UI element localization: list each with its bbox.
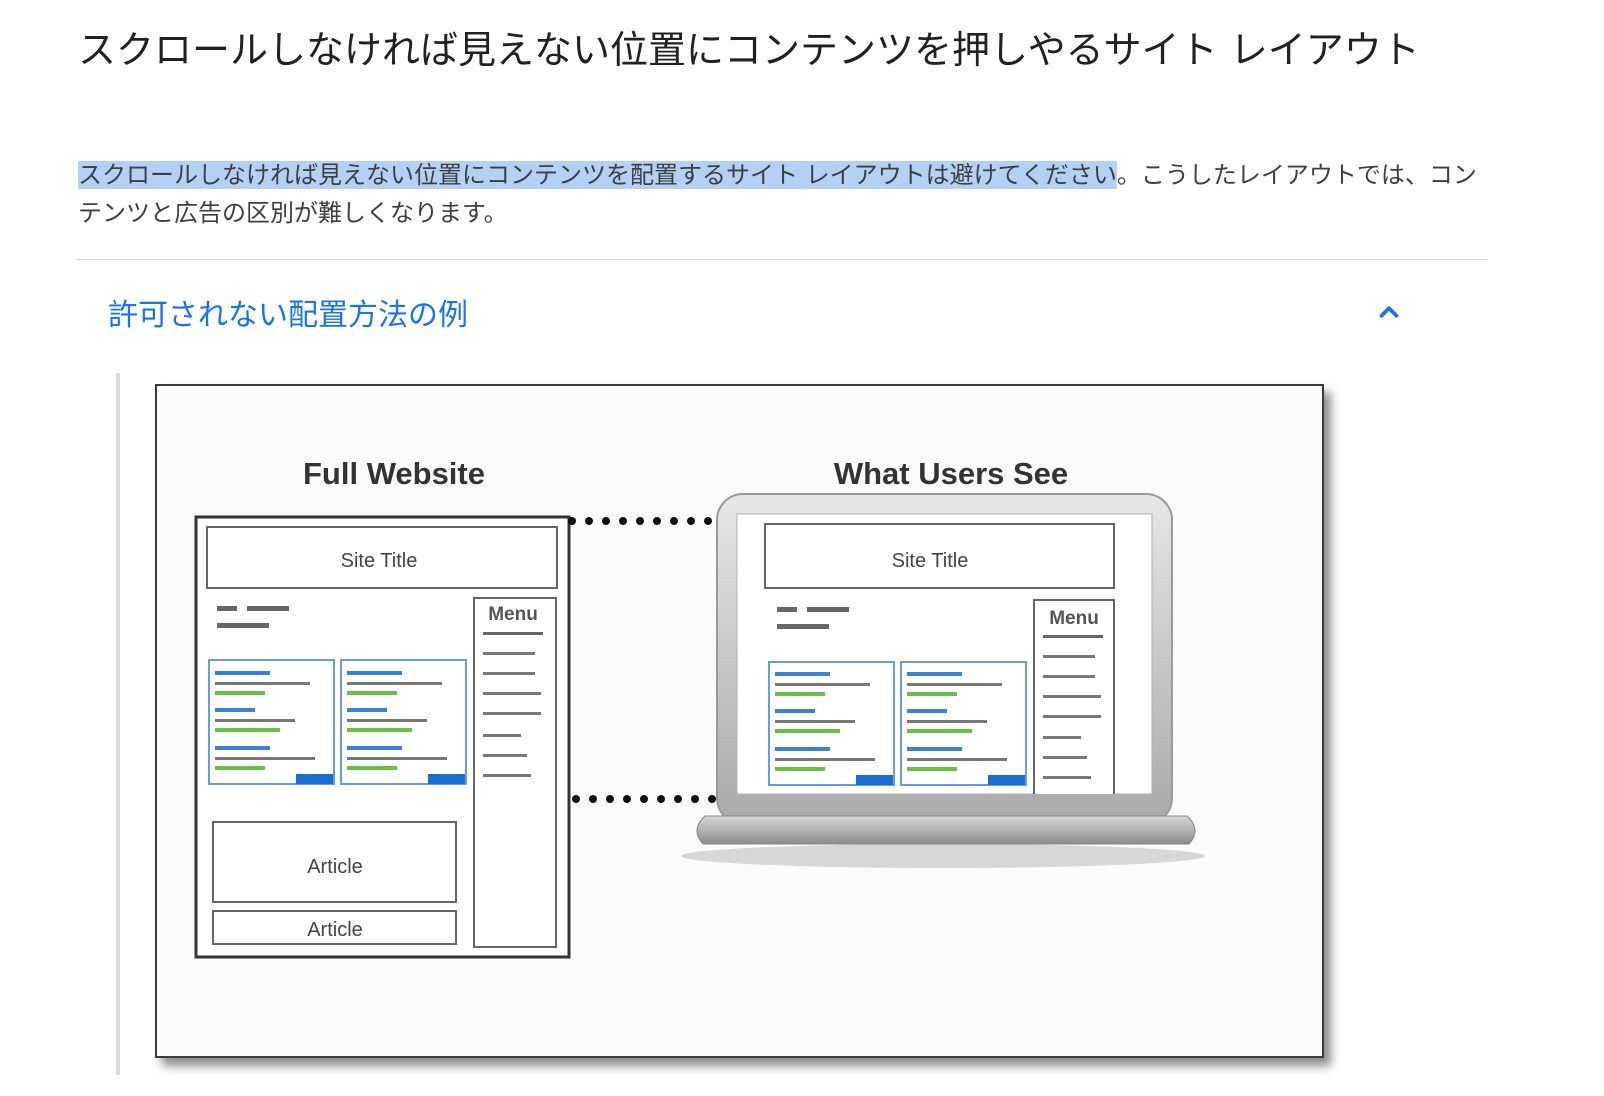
menu-label: Menu: [488, 604, 538, 625]
section-divider: [76, 259, 1488, 260]
intro-paragraph: スクロールしなければ見えない位置にコンテンツを配置するサイト レイアウトは避けて…: [78, 156, 1478, 232]
layout-illustration: Full Website What Users See Site Title: [194, 456, 1205, 959]
site-title-label: Site Title: [341, 550, 418, 572]
article-label: Article: [307, 856, 363, 878]
dotted-connector: [572, 795, 716, 803]
highlighted-text: スクロールしなければ見えない位置にコンテンツを配置するサイト レイアウトは避けて…: [78, 161, 1117, 189]
chevron-up-icon[interactable]: [1374, 297, 1404, 327]
site-title-label: Site Title: [892, 550, 969, 572]
expander-header[interactable]: 許可されない配置方法の例: [76, 283, 1488, 341]
page-title: スクロールしなければ見えない位置にコンテンツを押しやるサイト レイアウト: [78, 28, 1420, 72]
intro-rest-text: 。こうしたレイアウトでは、コンテンツと広告の区別が難しくなります。: [78, 161, 1477, 227]
what-users-see-heading: What Users See: [834, 456, 1068, 491]
laptop-mockup: Site Title: [681, 493, 1205, 868]
example-figure: Full Website What Users See Site Title: [155, 384, 1324, 1058]
full-website-mockup: Site Title: [194, 515, 571, 959]
full-website-heading: Full Website: [303, 456, 485, 491]
menu-label: Menu: [1049, 608, 1099, 629]
article-label: Article: [307, 919, 363, 941]
dotted-connector: [568, 517, 712, 525]
expander-title: 許可されない配置方法の例: [108, 298, 468, 333]
expander-panel-rail: [116, 373, 120, 1075]
